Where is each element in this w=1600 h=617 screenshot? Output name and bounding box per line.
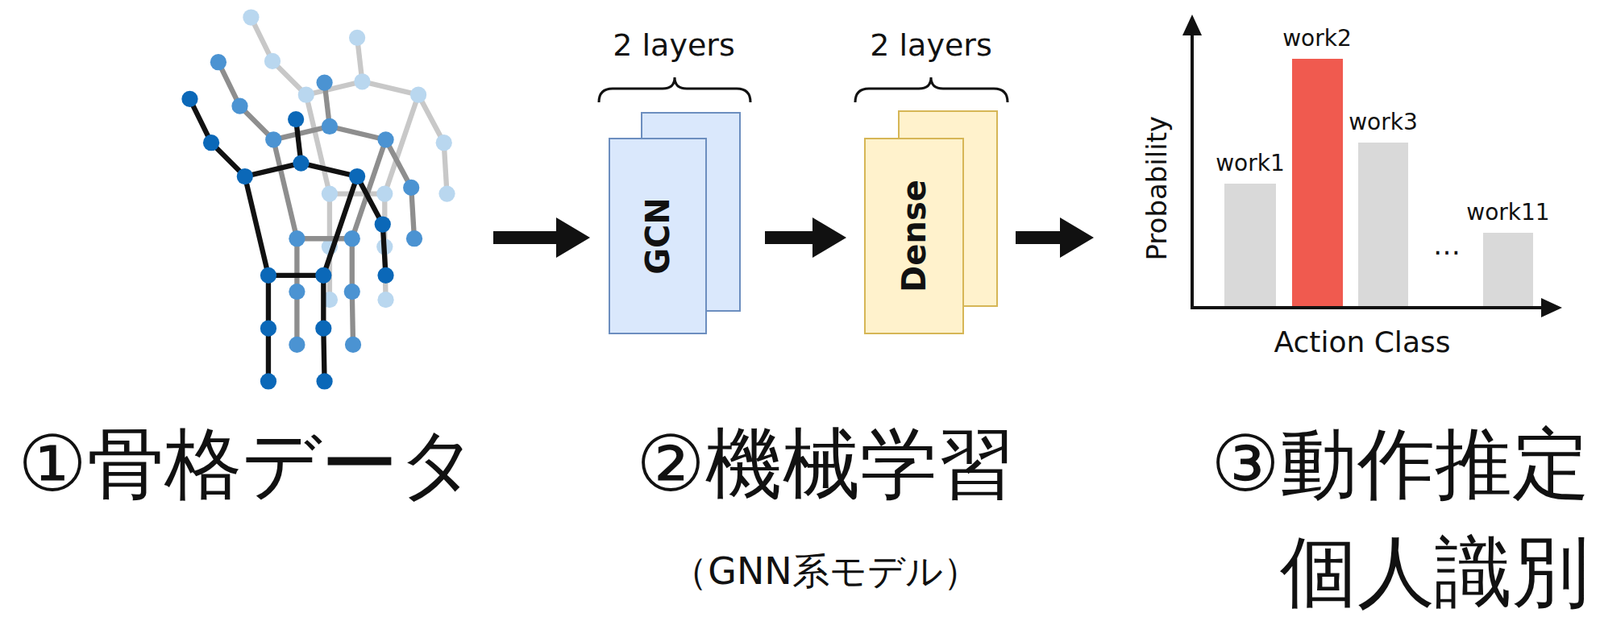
dense-layer-box: Dense (864, 110, 998, 335)
flow-arrow (764, 217, 847, 258)
class-label: work3 (1348, 110, 1418, 136)
step-note: （GNN系モデル） (670, 551, 980, 593)
text-holder: Dense (864, 137, 965, 335)
layer-count: 2 layers (612, 29, 735, 63)
layer-name: GCN (639, 197, 677, 275)
brace (598, 77, 751, 103)
bar-chart (1182, 14, 1563, 318)
skeleton (181, 8, 455, 390)
class-label: work1 (1215, 151, 1285, 177)
class-label: work2 (1282, 26, 1352, 52)
flow-arrow (1015, 217, 1094, 258)
flow-arrow (493, 217, 591, 258)
step-title: ②機械学習 (635, 422, 1015, 508)
layer-count: 2 layers (869, 29, 992, 63)
step-title: ①骨格データ (17, 422, 478, 508)
gcn-layer-box: GCN (608, 112, 741, 335)
ellipsis: … (1433, 230, 1461, 261)
text-holder: GCN (608, 137, 707, 335)
axis-title: Probability (1142, 116, 1172, 262)
step-title: 個人識別 (1280, 530, 1590, 616)
class-label: work11 (1466, 200, 1550, 226)
axis-title: Action Class (1274, 326, 1451, 359)
step-title: ③動作推定 (1210, 422, 1590, 508)
brace (855, 77, 1008, 103)
layer-name: Dense (895, 179, 933, 293)
